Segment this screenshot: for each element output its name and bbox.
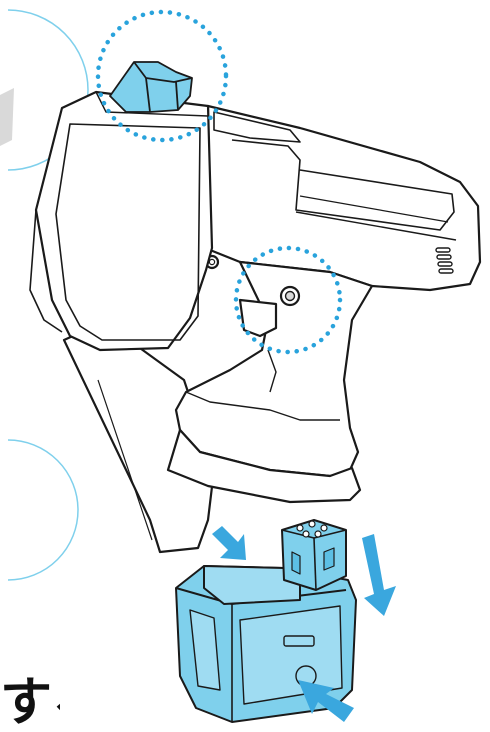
caption-fragment: する [0,674,60,732]
insert-arrow-left [212,526,246,560]
handle-grip [176,262,372,476]
side-circle-top-shade [0,88,14,146]
trigger [240,300,276,336]
tool-body [30,92,480,552]
battery-latch [110,62,192,112]
side-circle-bottom [8,440,78,580]
insert-arrow-right [362,534,396,616]
battery-release-button [284,636,314,646]
motor-housing [36,92,212,350]
